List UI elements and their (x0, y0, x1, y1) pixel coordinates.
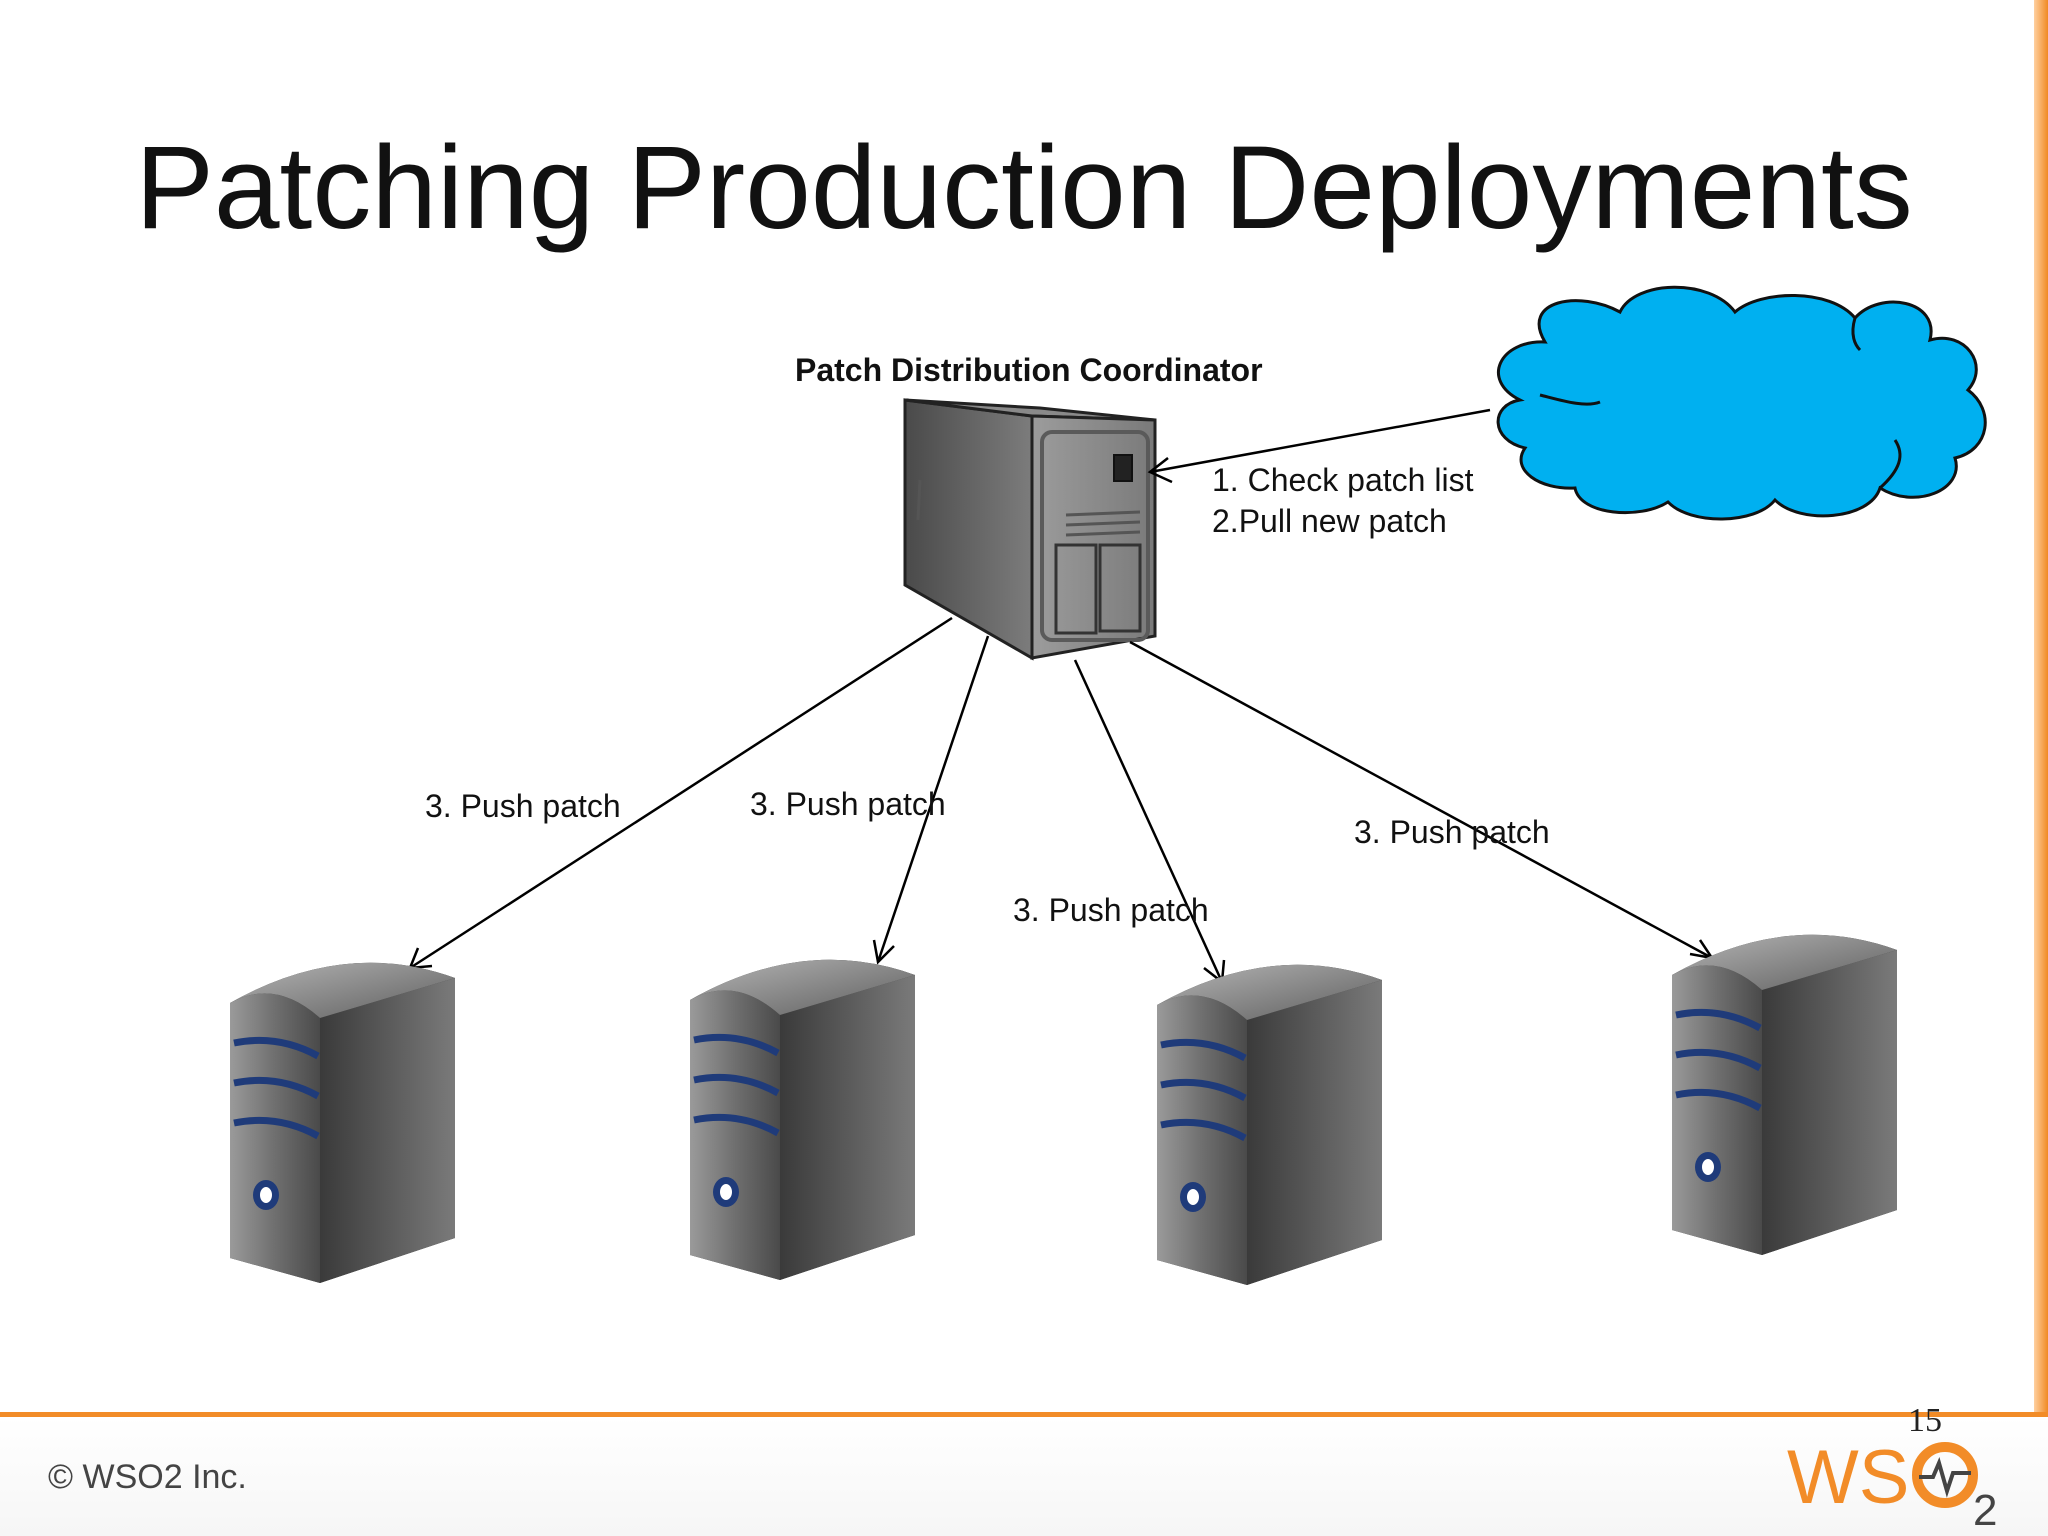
step-check-patch-list: 1. Check patch list (1212, 462, 1474, 498)
footer (0, 1417, 2048, 1536)
server-icon (1157, 965, 1382, 1285)
coordinator-server-icon (903, 398, 1157, 661)
server-icon (690, 960, 915, 1280)
arrow-push-3 (1073, 659, 1226, 985)
right-accent-bar (2034, 0, 2048, 1420)
arrow-push-2 (872, 635, 990, 965)
copyright-text: © WSO2 Inc. (48, 1458, 247, 1496)
arrow-cloud-to-coordinator (1147, 408, 1491, 484)
push-patch-label: 3. Push patch (1013, 892, 1209, 928)
push-patch-label: 3. Push patch (750, 786, 946, 822)
arrows (408, 408, 1715, 985)
coordinator-label: Patch Distribution Coordinator (795, 352, 1263, 388)
page-number: 15 (1908, 1402, 1942, 1439)
svg-text:2: 2 (1973, 1486, 1997, 1530)
arrow-push-4 (1129, 640, 1715, 960)
server-icon (1672, 935, 1897, 1255)
cloud-icon (1496, 285, 1987, 521)
svg-text:WS: WS (1787, 1435, 1909, 1520)
footer-divider (0, 1412, 2048, 1417)
step-pull-new-patch: 2.Pull new patch (1212, 503, 1447, 539)
wso2-logo: WS 2 (1787, 1435, 1997, 1530)
server-icon (230, 963, 455, 1283)
push-patch-label: 3. Push patch (1354, 814, 1550, 850)
push-patch-label: 3. Push patch (425, 788, 621, 824)
slide-title: Patching Production Deployments (135, 122, 1913, 254)
